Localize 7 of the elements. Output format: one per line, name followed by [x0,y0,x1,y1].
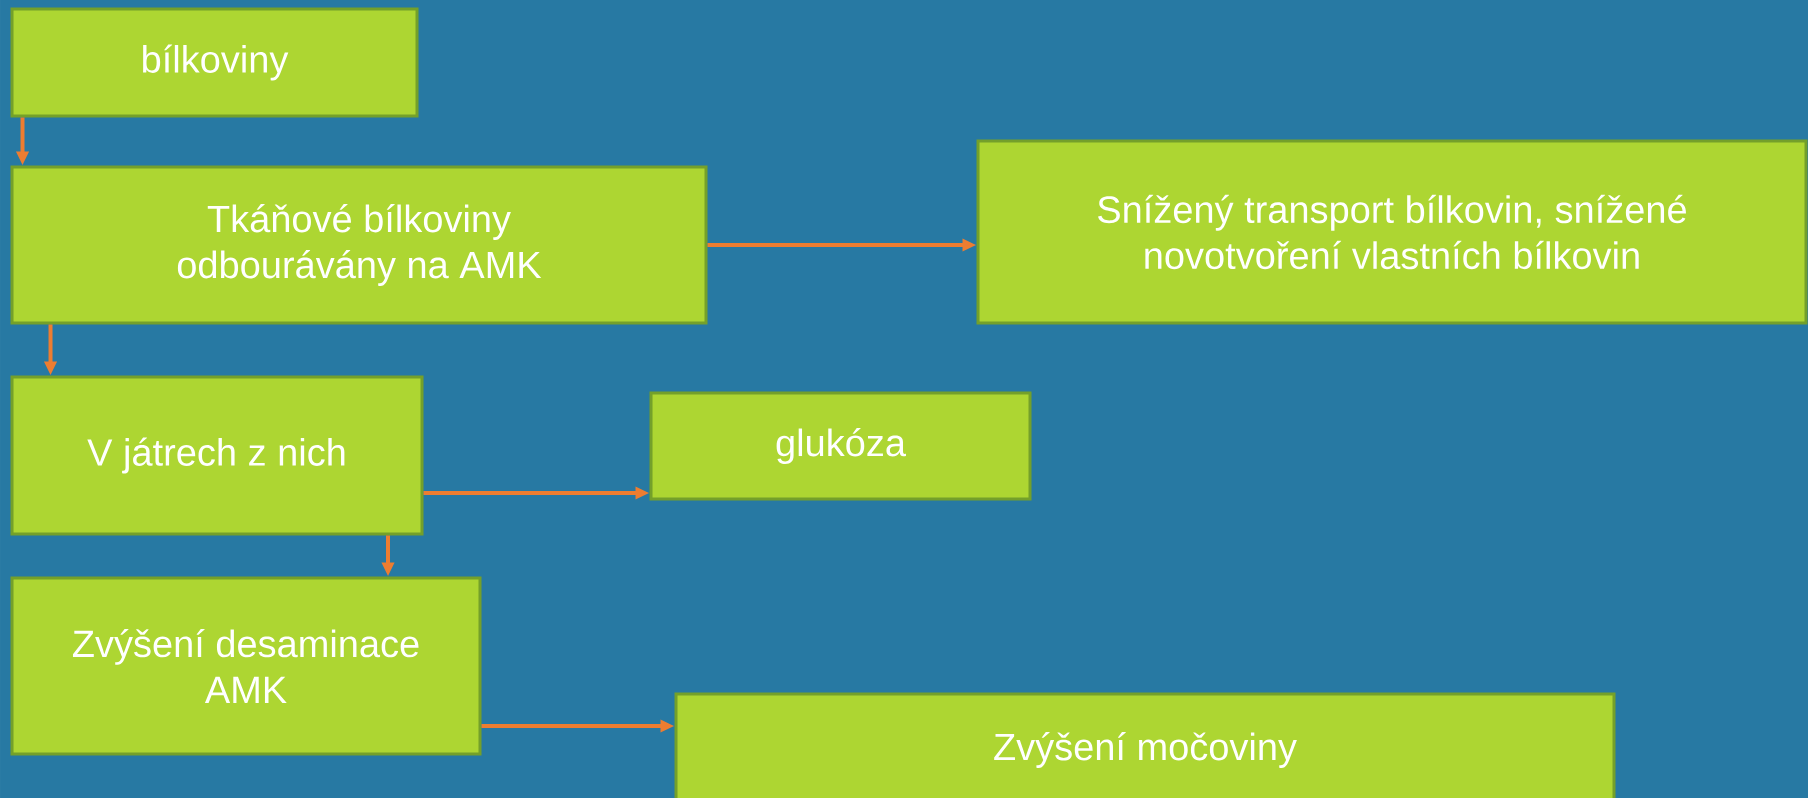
process-box: Snížený transport bílkovin, snížené novotvoření vlastních bílkovin [976,139,1808,325]
process-box: Zvýšení desaminace AMK [10,576,482,756]
process-box: V játrech z nich [10,375,424,536]
process-box: Zvýšení močoviny [674,692,1616,798]
process-box: glukóza [649,391,1032,501]
process-box: Tkáňové bílkoviny odbourávány na AMK [10,165,708,325]
process-box: bílkoviny [10,7,419,118]
